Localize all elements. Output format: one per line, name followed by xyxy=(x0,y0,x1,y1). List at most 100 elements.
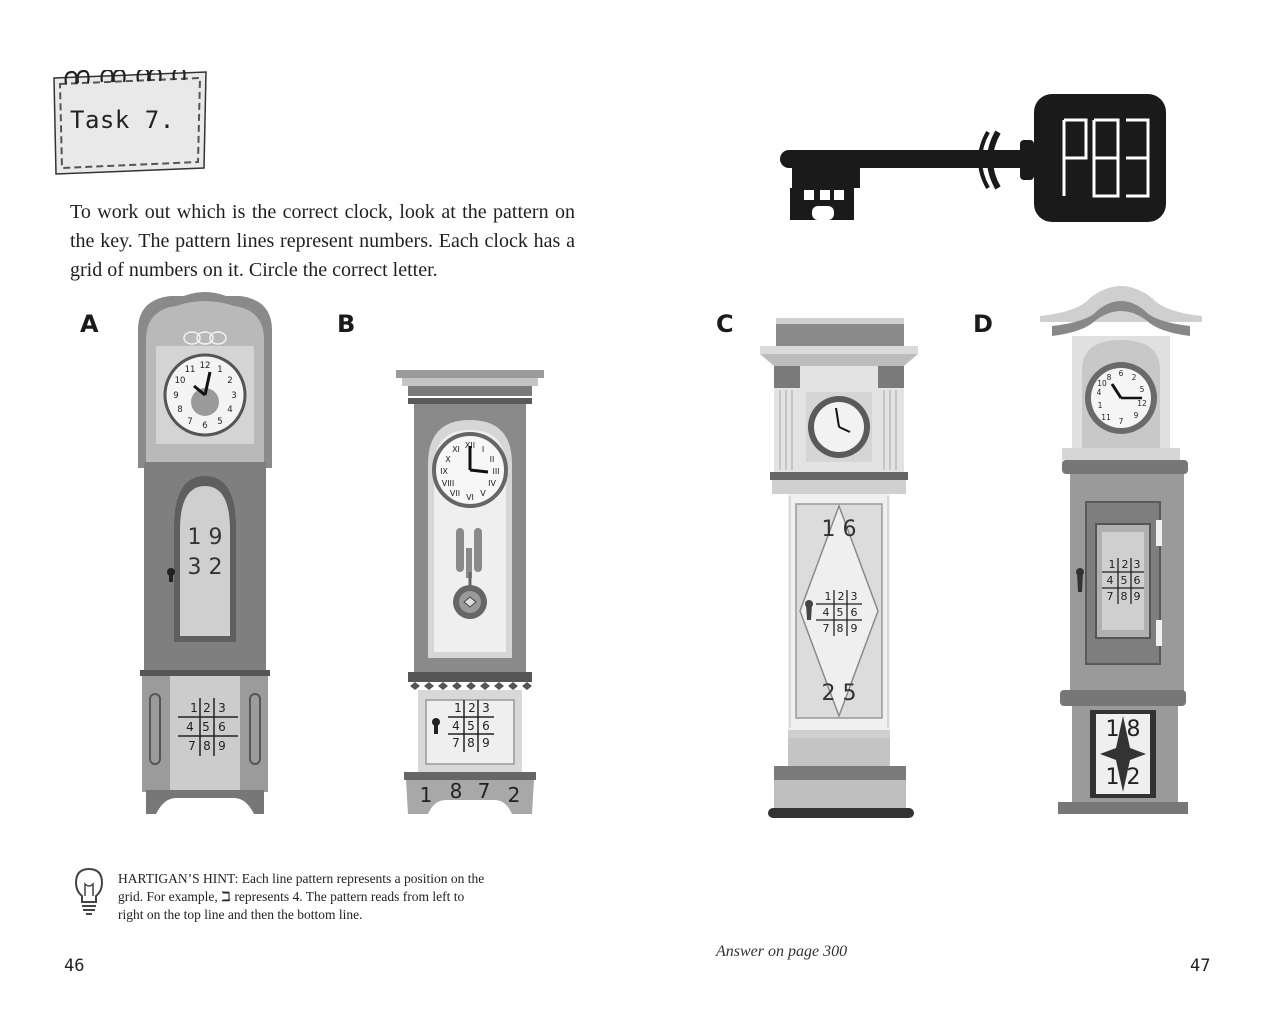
svg-text:7: 7 xyxy=(187,417,192,427)
svg-text:2: 2 xyxy=(227,376,232,386)
clock-c-top-numbers: 1 6 xyxy=(822,517,857,542)
svg-text:1: 1 xyxy=(190,701,198,715)
svg-text:7: 7 xyxy=(188,739,196,753)
svg-text:10: 10 xyxy=(175,376,186,386)
clock-a-top-numbers: 1 9 xyxy=(188,525,223,550)
svg-text:6: 6 xyxy=(218,720,226,734)
svg-text:11: 11 xyxy=(1101,413,1111,422)
svg-text:12: 12 xyxy=(1137,399,1147,408)
answer-reference: Answer on page 300 xyxy=(716,943,848,960)
svg-text:9: 9 xyxy=(851,622,858,635)
svg-text:VII: VII xyxy=(450,489,460,498)
svg-text:2: 2 xyxy=(838,590,845,603)
svg-text:V: V xyxy=(480,489,486,498)
svg-text:VI: VI xyxy=(466,493,474,502)
svg-text:8: 8 xyxy=(837,622,844,635)
hint-rest: represents 4. The pattern reads from lef… xyxy=(118,889,465,922)
svg-text:8: 8 xyxy=(467,736,475,750)
clock-c-bottom-numbers: 2 5 xyxy=(822,681,857,706)
svg-text:6: 6 xyxy=(1119,369,1124,378)
svg-text:8: 8 xyxy=(1107,373,1112,382)
svg-text:3: 3 xyxy=(231,391,236,401)
svg-text:2: 2 xyxy=(1122,558,1129,571)
lightbulb-icon xyxy=(74,867,104,915)
svg-text:9: 9 xyxy=(173,391,178,401)
svg-text:8: 8 xyxy=(450,779,463,803)
svg-text:2: 2 xyxy=(203,701,211,715)
svg-text:6: 6 xyxy=(202,421,207,431)
svg-text:I: I xyxy=(482,445,484,454)
svg-text:1: 1 xyxy=(420,783,433,807)
keyhole-icon xyxy=(432,718,440,734)
svg-text:9: 9 xyxy=(482,736,490,750)
keyhole-icon xyxy=(167,568,175,582)
svg-text:5: 5 xyxy=(467,719,475,733)
svg-text:8: 8 xyxy=(177,405,182,415)
clock-letter-a[interactable]: A xyxy=(80,310,99,338)
keyhole-icon xyxy=(1076,568,1084,592)
svg-text:IV: IV xyxy=(488,479,496,488)
svg-text:3: 3 xyxy=(851,590,858,603)
key-icon xyxy=(780,94,1166,222)
instructions-text: To work out which is the correct clock, … xyxy=(70,201,575,281)
svg-text:4: 4 xyxy=(1097,388,1102,397)
svg-text:7: 7 xyxy=(823,622,830,635)
svg-text:7: 7 xyxy=(1119,417,1124,426)
clock-d-top-numbers: 1 8 xyxy=(1106,717,1141,742)
key-pattern xyxy=(1062,118,1150,198)
svg-text:X: X xyxy=(445,455,451,464)
svg-text:6: 6 xyxy=(851,606,858,619)
clock-d-numerals: 68 25 129 711 14 10 xyxy=(1097,369,1147,426)
clock-d-bottom-numbers: 1 2 xyxy=(1106,765,1141,790)
svg-text:XII: XII xyxy=(465,441,475,450)
svg-text:5: 5 xyxy=(217,417,222,427)
svg-text:5: 5 xyxy=(1140,385,1145,394)
svg-text:4: 4 xyxy=(1107,574,1114,587)
svg-text:9: 9 xyxy=(218,739,226,753)
clock-letter-c[interactable]: C xyxy=(716,310,734,338)
clock-letter-b[interactable]: B xyxy=(337,310,356,338)
svg-text:3: 3 xyxy=(482,701,490,715)
svg-text:XI: XI xyxy=(452,445,460,454)
svg-text:4: 4 xyxy=(823,606,830,619)
svg-text:2: 2 xyxy=(508,783,521,807)
svg-text:1: 1 xyxy=(217,365,222,375)
svg-text:II: II xyxy=(490,455,495,464)
page-number-left: 46 xyxy=(64,956,85,976)
keyhole-icon xyxy=(805,600,813,620)
svg-text:7: 7 xyxy=(1107,590,1114,603)
svg-text:7: 7 xyxy=(478,779,491,803)
hint-symbol: ℶ xyxy=(221,889,231,905)
svg-text:3: 3 xyxy=(1134,558,1141,571)
svg-text:9: 9 xyxy=(1134,590,1141,603)
hint-lead: HARTIGAN’S HINT: Each line pattern repre… xyxy=(118,871,485,904)
svg-text:IX: IX xyxy=(440,467,448,476)
svg-text:10: 10 xyxy=(1097,379,1107,388)
page-number-right: 47 xyxy=(1190,956,1211,976)
svg-text:5: 5 xyxy=(837,606,844,619)
clock-letter-d[interactable]: D xyxy=(973,310,993,338)
svg-text:1: 1 xyxy=(454,701,462,715)
svg-text:12: 12 xyxy=(200,361,211,371)
hint-text: HARTIGAN’S HINT: Each line pattern repre… xyxy=(118,870,493,924)
svg-text:5: 5 xyxy=(202,720,210,734)
svg-text:3: 3 xyxy=(218,701,226,715)
svg-text:1: 1 xyxy=(1098,401,1103,410)
svg-text:4: 4 xyxy=(452,719,460,733)
svg-text:9: 9 xyxy=(1134,411,1139,420)
svg-text:6: 6 xyxy=(482,719,490,733)
clock-b-base-numbers: 1 8 7 2 xyxy=(420,779,521,807)
svg-text:11: 11 xyxy=(185,365,196,375)
svg-text:1: 1 xyxy=(825,590,832,603)
task-tag: Task 7. xyxy=(52,66,208,176)
svg-text:5: 5 xyxy=(1121,574,1128,587)
svg-text:4: 4 xyxy=(186,720,194,734)
